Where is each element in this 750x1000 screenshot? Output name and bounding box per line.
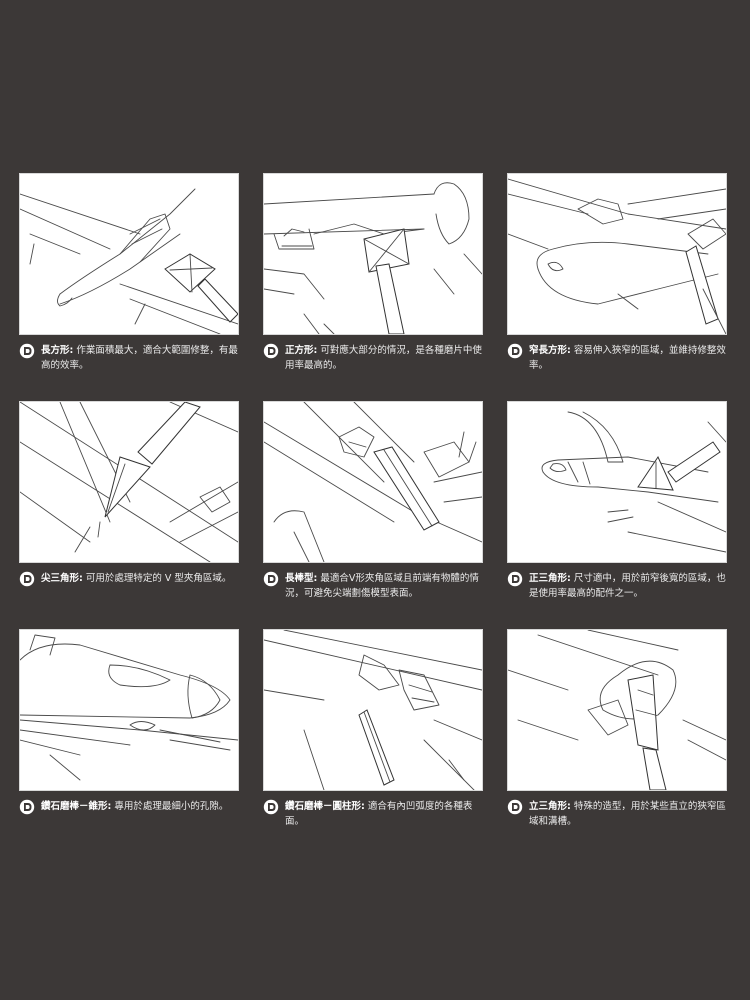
brand-d-logo-icon	[263, 571, 279, 587]
illustration-panel	[19, 401, 239, 563]
tool-caption: 鑽石磨棒－錐形: 專用於處理最細小的孔隙。	[19, 799, 239, 815]
tool-description: 作業面積最大，適合大範圍修整，有最高的效率。	[41, 345, 238, 371]
tool-caption: 長方形: 作業面積最大，適合大範圍修整，有最高的效率。	[19, 343, 239, 373]
tool-caption: 正方形: 可對應大部分的情況，是各種磨片中使用率最高的。	[263, 343, 483, 373]
brand-d-logo-icon	[507, 343, 523, 359]
tool-description: 容易伸入狹窄的區域，並維持修整效率。	[529, 345, 726, 371]
tool-card-long-stick: 長棒型: 最適合V形夾角區域且前端有物體的情況，可避免尖端劃傷模型表面。	[263, 401, 483, 601]
aircraft-sanding-illustration	[541, 411, 726, 553]
illustration-panel	[263, 401, 483, 563]
illustration-panel	[263, 173, 483, 335]
tool-description: 最適合V形夾角區域且前端有物體的情況，可避免尖端劃傷模型表面。	[285, 573, 479, 599]
tool-caption: 尖三角形: 可用於處理特定的 V 型夾角區域。	[19, 571, 239, 587]
tool-name: 鑽石磨棒－圓柱形:	[285, 801, 365, 812]
aircraft-sanding-illustration	[264, 402, 482, 562]
aircraft-sanding-illustration	[20, 188, 238, 334]
brand-d-logo-icon	[19, 571, 35, 587]
illustration-panel	[507, 401, 727, 563]
brand-d-logo-icon	[507, 799, 523, 815]
tool-description: 專用於處理最細小的孔隙。	[114, 801, 229, 812]
tool-caption: 窄長方形: 容易伸入狹窄的區域，並維持修整效率。	[507, 343, 727, 373]
illustration-panel	[19, 173, 239, 335]
tool-name: 正三角形:	[529, 573, 571, 584]
tool-description: 尺寸適中，用於前窄後寬的區域，也是使用率最高的配件之一。	[529, 573, 726, 599]
illustration-panel	[19, 629, 239, 791]
tool-card-vertical-triangle: 立三角形: 特殊的造型，用於某些直立的狹窄區域和溝槽。	[507, 629, 727, 829]
tool-name: 鑽石磨棒－錐形:	[41, 801, 112, 812]
tool-name: 長方形:	[41, 345, 74, 356]
brand-d-logo-icon	[263, 343, 279, 359]
brand-d-logo-icon	[19, 799, 35, 815]
tool-card-sharp-triangle: 尖三角形: 可用於處理特定的 V 型夾角區域。	[19, 401, 239, 587]
tool-card-equilateral-triangle: 正三角形: 尺寸適中，用於前窄後寬的區域，也是使用率最高的配件之一。	[507, 401, 727, 601]
tool-caption: 立三角形: 特殊的造型，用於某些直立的狹窄區域和溝槽。	[507, 799, 727, 829]
brand-d-logo-icon	[19, 343, 35, 359]
tool-name: 窄長方形:	[529, 345, 571, 356]
brand-d-logo-icon	[507, 571, 523, 587]
tool-name: 立三角形:	[529, 801, 571, 812]
tool-caption: 長棒型: 最適合V形夾角區域且前端有物體的情況，可避免尖端劃傷模型表面。	[263, 571, 483, 601]
aircraft-sanding-illustration	[264, 182, 482, 334]
tool-caption: 鑽石磨棒－圓柱形: 適合有內凹弧度的各種表面。	[263, 799, 483, 829]
aircraft-sanding-illustration	[20, 634, 238, 781]
tool-name: 正方形:	[285, 345, 318, 356]
illustration-panel	[507, 173, 727, 335]
aircraft-sanding-illustration	[508, 178, 726, 334]
tool-name: 尖三角形:	[41, 573, 83, 584]
tool-card-square: 正方形: 可對應大部分的情況，是各種磨片中使用率最高的。	[263, 173, 483, 373]
tool-name: 長棒型:	[285, 573, 318, 584]
tool-caption: 正三角形: 尺寸適中，用於前窄後寬的區域，也是使用率最高的配件之一。	[507, 571, 727, 601]
aircraft-sanding-illustration	[508, 630, 726, 790]
illustration-panel	[507, 629, 727, 791]
tool-description: 可對應大部分的情況，是各種磨片中使用率最高的。	[285, 345, 482, 371]
tool-card-rectangle: 長方形: 作業面積最大，適合大範圍修整，有最高的效率。	[19, 173, 239, 373]
tool-description: 適合有內凹弧度的各種表面。	[285, 801, 473, 827]
aircraft-sanding-illustration	[20, 402, 238, 562]
tool-card-diamond-cylinder: 鑽石磨棒－圓柱形: 適合有內凹弧度的各種表面。	[263, 629, 483, 829]
tool-description: 特殊的造型，用於某些直立的狹窄區域和溝槽。	[529, 801, 726, 827]
tool-card-narrow-rectangle: 窄長方形: 容易伸入狹窄的區域，並維持修整效率。	[507, 173, 727, 373]
tool-description: 可用於處理特定的 V 型夾角區域。	[85, 573, 232, 584]
illustration-panel	[263, 629, 483, 791]
tool-card-diamond-cone: 鑽石磨棒－錐形: 專用於處理最細小的孔隙。	[19, 629, 239, 815]
aircraft-sanding-illustration	[264, 630, 482, 790]
brand-d-logo-icon	[263, 799, 279, 815]
